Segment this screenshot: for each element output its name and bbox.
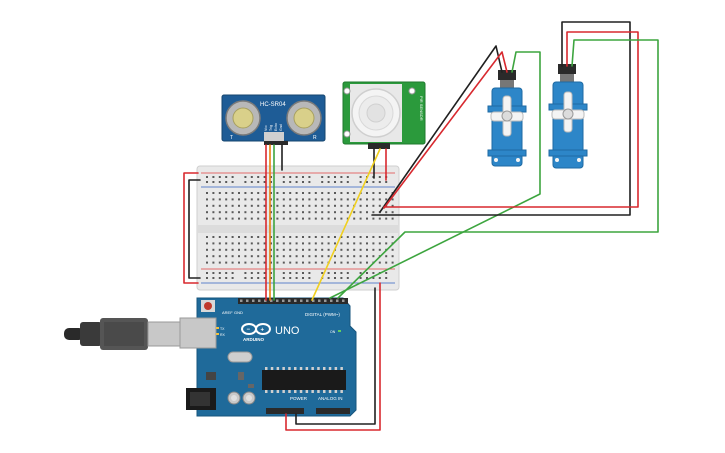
svg-text:+: +: [261, 328, 265, 334]
sensor-r-label: R: [313, 135, 317, 141]
pir-label: PIR SENSOR: [419, 96, 424, 121]
reset-button[interactable]: [204, 302, 212, 310]
sensor-pin-label-trig: Trig: [269, 125, 273, 131]
gnd-label-top: GND: [234, 310, 243, 315]
microcontroller-chip: [262, 370, 346, 390]
servo-motor-1: [487, 70, 527, 167]
sensor-model-label: HC-SR04: [260, 102, 286, 108]
breadboard-holes: [206, 176, 394, 279]
wire-servo1-signal: [329, 51, 541, 299]
wire-servo2-gnd: [371, 21, 631, 216]
sensor-pin-label-vcc: Vcc: [264, 125, 268, 131]
digital-pin-header: [240, 299, 345, 302]
arduino-infinity-logo: − +: [241, 323, 271, 335]
arduino-uno: DIGITAL (PWM~) AREF GND − + UNO ARDUINO …: [179, 297, 357, 417]
wire-rail-black-left: [188, 179, 201, 279]
tx-label: TX: [220, 327, 225, 331]
sensor-t-label: T: [230, 135, 233, 141]
servo-motor-2: [548, 64, 588, 169]
wire-arduino-gnd: [295, 287, 376, 425]
power-label: POWER: [290, 396, 308, 401]
breadboard: [196, 165, 400, 291]
usb-cable: [64, 318, 181, 350]
analog-in-label: ANALOG IN: [318, 396, 343, 401]
pir-sensor: PIR SENSOR: [342, 81, 426, 149]
sensor-pin-label-echo: Echo: [274, 123, 278, 131]
wire-servo2-vcc: [383, 31, 639, 208]
digital-label: DIGITAL (PWM~): [305, 312, 340, 317]
wire-pir-signal: [311, 148, 381, 301]
analog-header: [316, 408, 350, 414]
power-header: [266, 408, 304, 414]
rx-label: RX: [220, 333, 226, 337]
wire-servo2-signal: [337, 39, 659, 299]
uno-label: UNO: [275, 325, 300, 337]
on-label: ON: [330, 330, 336, 334]
wire-servo1-gnd: [379, 45, 503, 213]
sensor-pin-label-gnd: Gnd: [279, 124, 283, 131]
wire-rail-red-left: [183, 172, 199, 284]
wire-servo1-vcc: [383, 51, 508, 209]
arduino-brand-label: ARDUINO: [243, 337, 264, 342]
wire-arduino-5v: [285, 282, 381, 431]
wires: [183, 21, 659, 431]
aref-label: AREF: [222, 310, 233, 315]
svg-text:−: −: [247, 327, 251, 333]
